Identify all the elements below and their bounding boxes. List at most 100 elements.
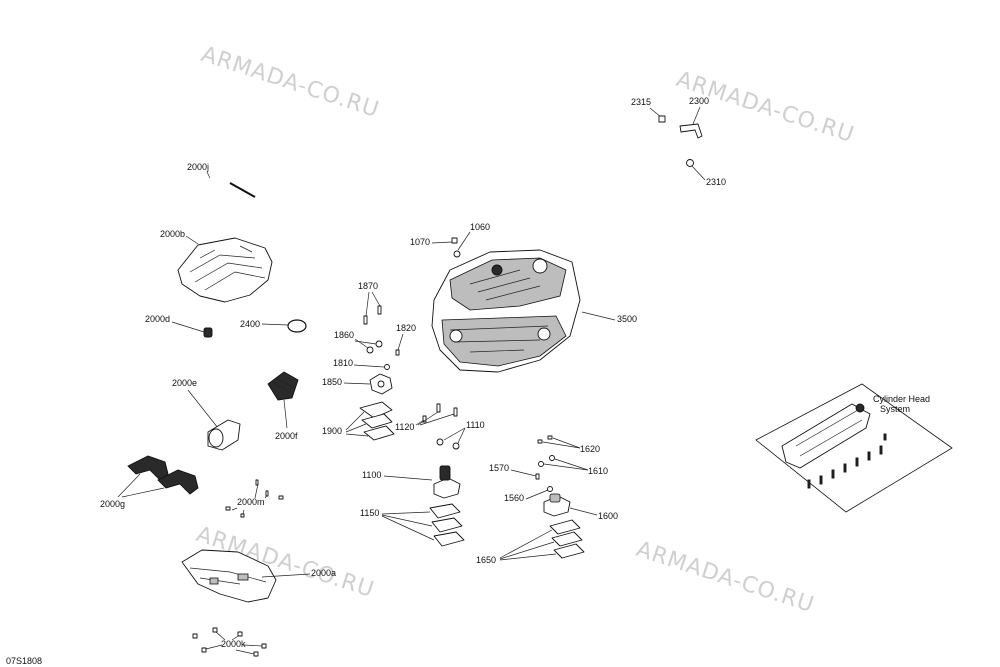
pin-1570 xyxy=(535,473,540,480)
label-2000k[interactable]: 2000k xyxy=(221,639,246,649)
engine-pulley-left xyxy=(449,329,463,343)
dipstick-2000j-shape xyxy=(229,182,256,198)
label-1650[interactable]: 1650 xyxy=(476,555,496,565)
label-1110[interactable]: 1110 xyxy=(466,420,485,430)
label-1820[interactable]: 1820 xyxy=(396,323,416,333)
nut-1110-b xyxy=(452,442,460,450)
part-group-2400: 2400 xyxy=(240,319,307,333)
head-bolt-3 xyxy=(831,469,835,479)
label-2000a[interactable]: 2000a xyxy=(311,568,336,578)
inset-title-line2: System xyxy=(880,404,910,414)
label-2000d[interactable]: 2000d xyxy=(145,314,170,324)
bracket-1150-c xyxy=(433,531,465,547)
part-group-1650: 1650 xyxy=(476,519,585,565)
label-1560[interactable]: 1560 xyxy=(504,493,524,503)
bolt-2000k-f xyxy=(201,647,207,653)
label-1060[interactable]: 1060 xyxy=(470,222,490,232)
mount-1100-rubber xyxy=(439,465,451,481)
nut-1110-a xyxy=(436,438,444,446)
bolt-1120-b xyxy=(453,407,458,417)
bracket-1900-a xyxy=(359,401,393,419)
bolt-2000k-a xyxy=(212,627,218,633)
head-bolts xyxy=(807,433,887,489)
label-1900[interactable]: 1900 xyxy=(322,426,342,436)
bolt-2000k-d xyxy=(192,633,198,639)
label-2000b[interactable]: 2000b xyxy=(160,229,185,239)
part-group-2000b: 2000b xyxy=(160,229,273,303)
part-group-1900: 1900 xyxy=(322,401,395,441)
part-group-2000k: 2000k xyxy=(192,627,267,657)
label-1810[interactable]: 1810 xyxy=(333,358,353,368)
label-1150[interactable]: 1150 xyxy=(360,508,379,518)
oil-pan-boss-a xyxy=(209,577,219,585)
label-2310[interactable]: 2310 xyxy=(706,177,726,187)
label-2000j[interactable]: 2000j xyxy=(187,162,209,172)
bracket-1650-a xyxy=(549,519,581,535)
engine-pulley-top xyxy=(532,258,548,274)
bolt-1620-b xyxy=(547,435,553,440)
mount-1100-shape xyxy=(433,477,461,499)
part-group-1100: 1100 xyxy=(362,465,461,499)
bolt-2000k-e xyxy=(253,651,259,657)
inset-title-line1: Cylinder Head xyxy=(873,394,930,404)
label-1850[interactable]: 1850 xyxy=(322,377,342,387)
sensor-2300-shape xyxy=(679,123,703,139)
plug-2000d-shape xyxy=(203,327,213,338)
seal-2310-shape xyxy=(686,159,694,167)
boot-2000f-shape xyxy=(267,371,299,401)
label-2315[interactable]: 2315 xyxy=(631,97,651,107)
bolt-2000m-e xyxy=(240,513,245,518)
cylinder-head-shape xyxy=(781,403,871,469)
part-group-2000j: 2000j xyxy=(187,162,256,198)
stud-1870-b xyxy=(377,305,382,315)
label-1600[interactable]: 1600 xyxy=(598,511,618,521)
part-group-1110: 1120 1110 xyxy=(395,403,485,450)
label-1610[interactable]: 1610 xyxy=(588,466,608,476)
part-group-1600: 1620 1610 1570 1560 1600 xyxy=(489,435,618,521)
hose-2000g-b-shape xyxy=(157,469,199,495)
head-bolt-1 xyxy=(807,479,811,489)
label-1100[interactable]: 1100 xyxy=(362,470,381,480)
bolt-2000k-b xyxy=(237,631,243,637)
head-bolt-6 xyxy=(867,451,871,461)
label-2000m[interactable]: 2000m xyxy=(237,497,265,507)
pipe-2000e-opening xyxy=(208,428,224,448)
bracket-1650-c xyxy=(553,543,585,559)
washer-1610-b xyxy=(549,455,555,461)
label-1070[interactable]: 1070 xyxy=(410,237,430,247)
washer-1060-shape xyxy=(453,250,461,258)
washer-1860-b xyxy=(375,340,383,348)
washer-1810 xyxy=(384,364,390,370)
label-2400[interactable]: 2400 xyxy=(240,319,260,329)
label-3500[interactable]: 3500 xyxy=(617,314,637,324)
cylinder-head-inset[interactable]: Cylinder Head System xyxy=(755,383,953,513)
oil-pan-boss-b xyxy=(237,573,249,581)
part-group-2000a: 2000a xyxy=(181,549,336,603)
label-1570[interactable]: 1570 xyxy=(489,463,509,473)
bolt-1070-shape xyxy=(451,237,458,244)
label-2000g[interactable]: 2000g xyxy=(100,499,125,509)
head-bolt-7 xyxy=(879,445,883,455)
label-2000e[interactable]: 2000e xyxy=(172,378,197,388)
label-1860[interactable]: 1860 xyxy=(334,330,354,340)
inset-frame xyxy=(755,383,953,513)
part-group-2000m: 2000m xyxy=(225,479,284,518)
intake-manifold-2000b-shape xyxy=(177,237,273,303)
bolt-2000m-c xyxy=(278,495,284,500)
part-group-engine: 1060 1070 3500 xyxy=(410,222,637,373)
label-1120[interactable]: 1120 xyxy=(395,422,414,432)
label-2300[interactable]: 2300 xyxy=(689,96,709,106)
label-2000f[interactable]: 2000f xyxy=(275,431,298,441)
cam-sprocket xyxy=(855,403,865,413)
head-bolt-5 xyxy=(855,457,859,467)
label-1870[interactable]: 1870 xyxy=(358,281,378,291)
clamp-2400-shape xyxy=(287,319,307,333)
watermark-top-left: ARMADA-CO.RU xyxy=(198,42,382,123)
label-1620[interactable]: 1620 xyxy=(580,444,600,454)
part-group-2000f: 2000f xyxy=(267,371,299,441)
pin-1820 xyxy=(395,349,400,356)
watermark-bottom-right: ARMADA-CO.RU xyxy=(633,537,817,618)
head-bolt-4 xyxy=(843,463,847,473)
part-group-1150: 1150 xyxy=(360,503,465,547)
